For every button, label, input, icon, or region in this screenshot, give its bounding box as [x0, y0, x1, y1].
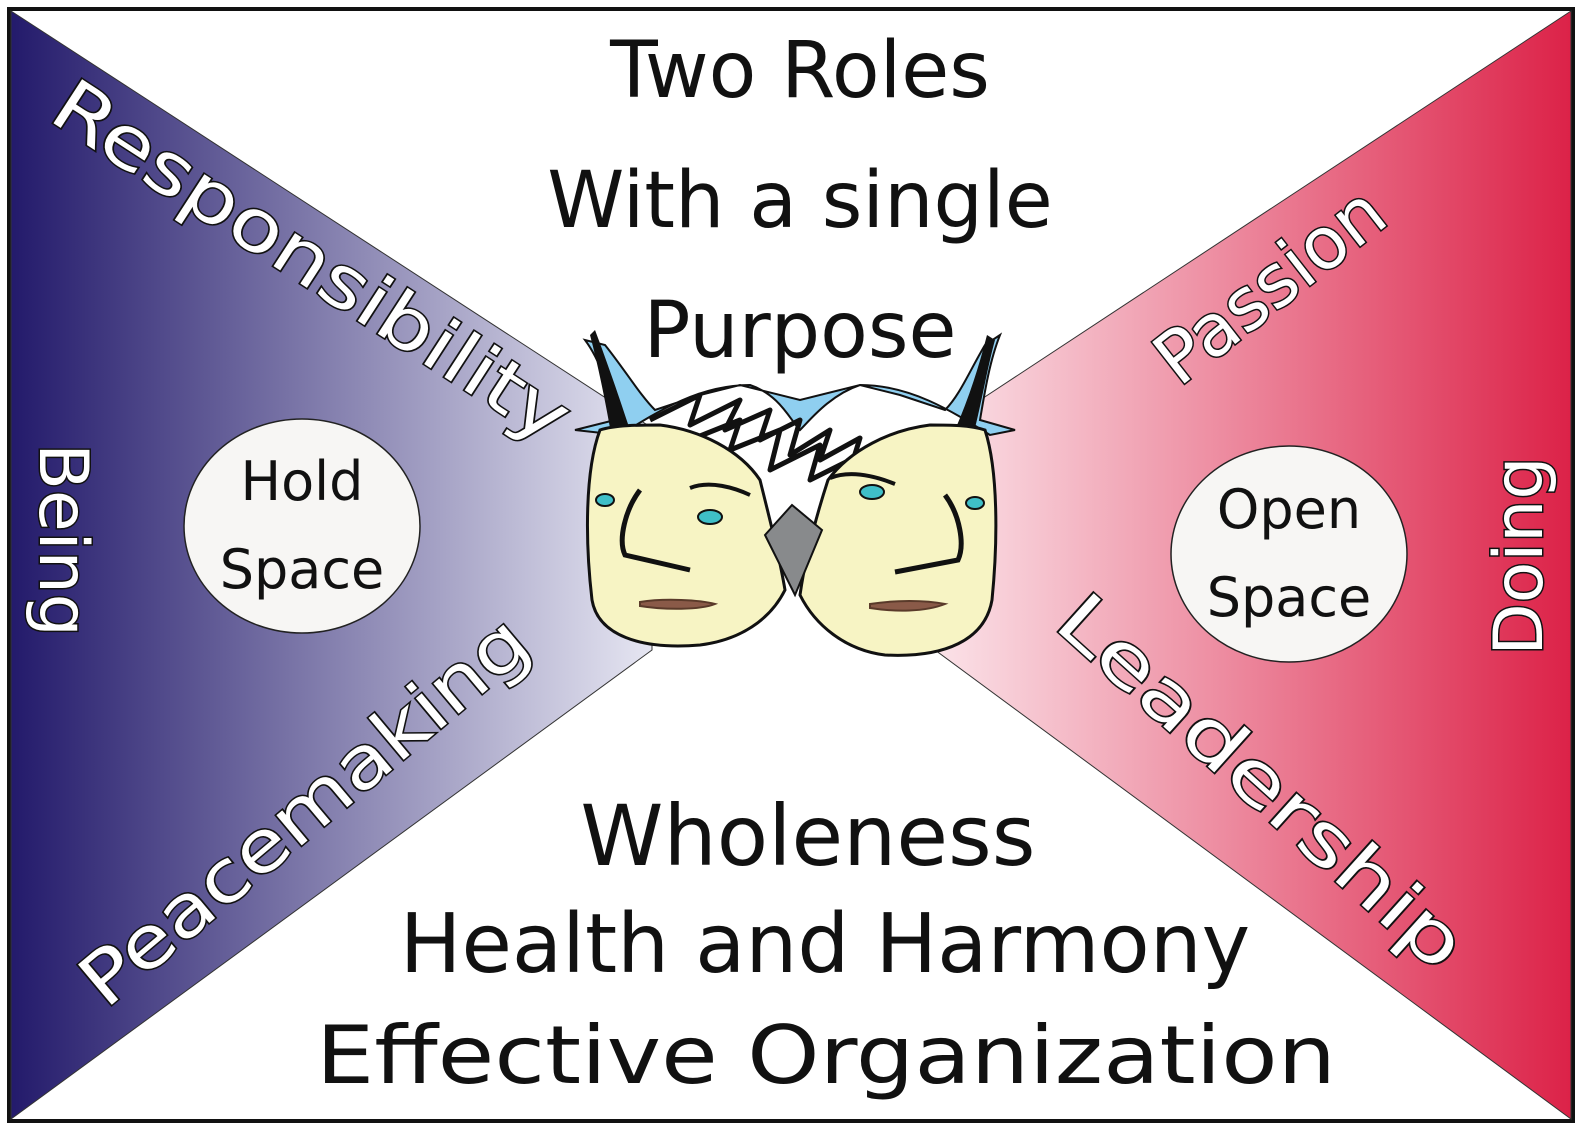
right-face-mouth-icon — [869, 600, 949, 612]
open-space-line-2: Space — [1207, 566, 1372, 629]
top-title: Two Roles With a single Purpose — [547, 26, 1052, 376]
right-face-brow-icon — [829, 472, 896, 486]
top-title-line-3: Purpose — [643, 286, 956, 376]
left-face-mouth-icon — [639, 598, 719, 610]
nose-diamond-icon — [763, 503, 824, 598]
hold-space-line-2: Space — [220, 538, 385, 601]
top-title-line-1: Two Roles — [609, 26, 990, 116]
two-faces-illustration — [574, 330, 1016, 657]
right-face-cheek-icon — [894, 493, 964, 575]
doing-label: Doing — [1480, 456, 1559, 655]
left-face-eye-inner-icon — [697, 509, 723, 525]
left-face-cheek-icon — [619, 488, 691, 573]
hold-space-oval — [183, 418, 421, 634]
left-face-icon — [585, 423, 787, 648]
right-face-eye-inner-icon — [859, 484, 885, 500]
top-title-line-2: With a single — [547, 156, 1052, 246]
being-label: Being — [23, 443, 102, 637]
hair-spike-right-icon — [955, 335, 995, 430]
left-face-eye-outer-icon — [595, 493, 615, 507]
left-face-brow-icon — [689, 482, 751, 497]
open-space-oval — [1170, 445, 1408, 663]
bottom-title: Wholeness Health and Harmony Effective O… — [316, 787, 1336, 1102]
bottom-title-line-3: Effective Organization — [316, 1009, 1336, 1102]
right-face-icon — [798, 423, 998, 657]
open-space-line-1: Open — [1217, 478, 1361, 541]
right-face-eye-outer-icon — [965, 496, 985, 510]
hair-spike-left-icon — [590, 330, 630, 430]
bottom-title-line-1: Wholeness — [580, 787, 1035, 885]
hold-space-line-1: Hold — [241, 450, 364, 513]
bottom-title-line-2: Health and Harmony — [400, 897, 1250, 992]
